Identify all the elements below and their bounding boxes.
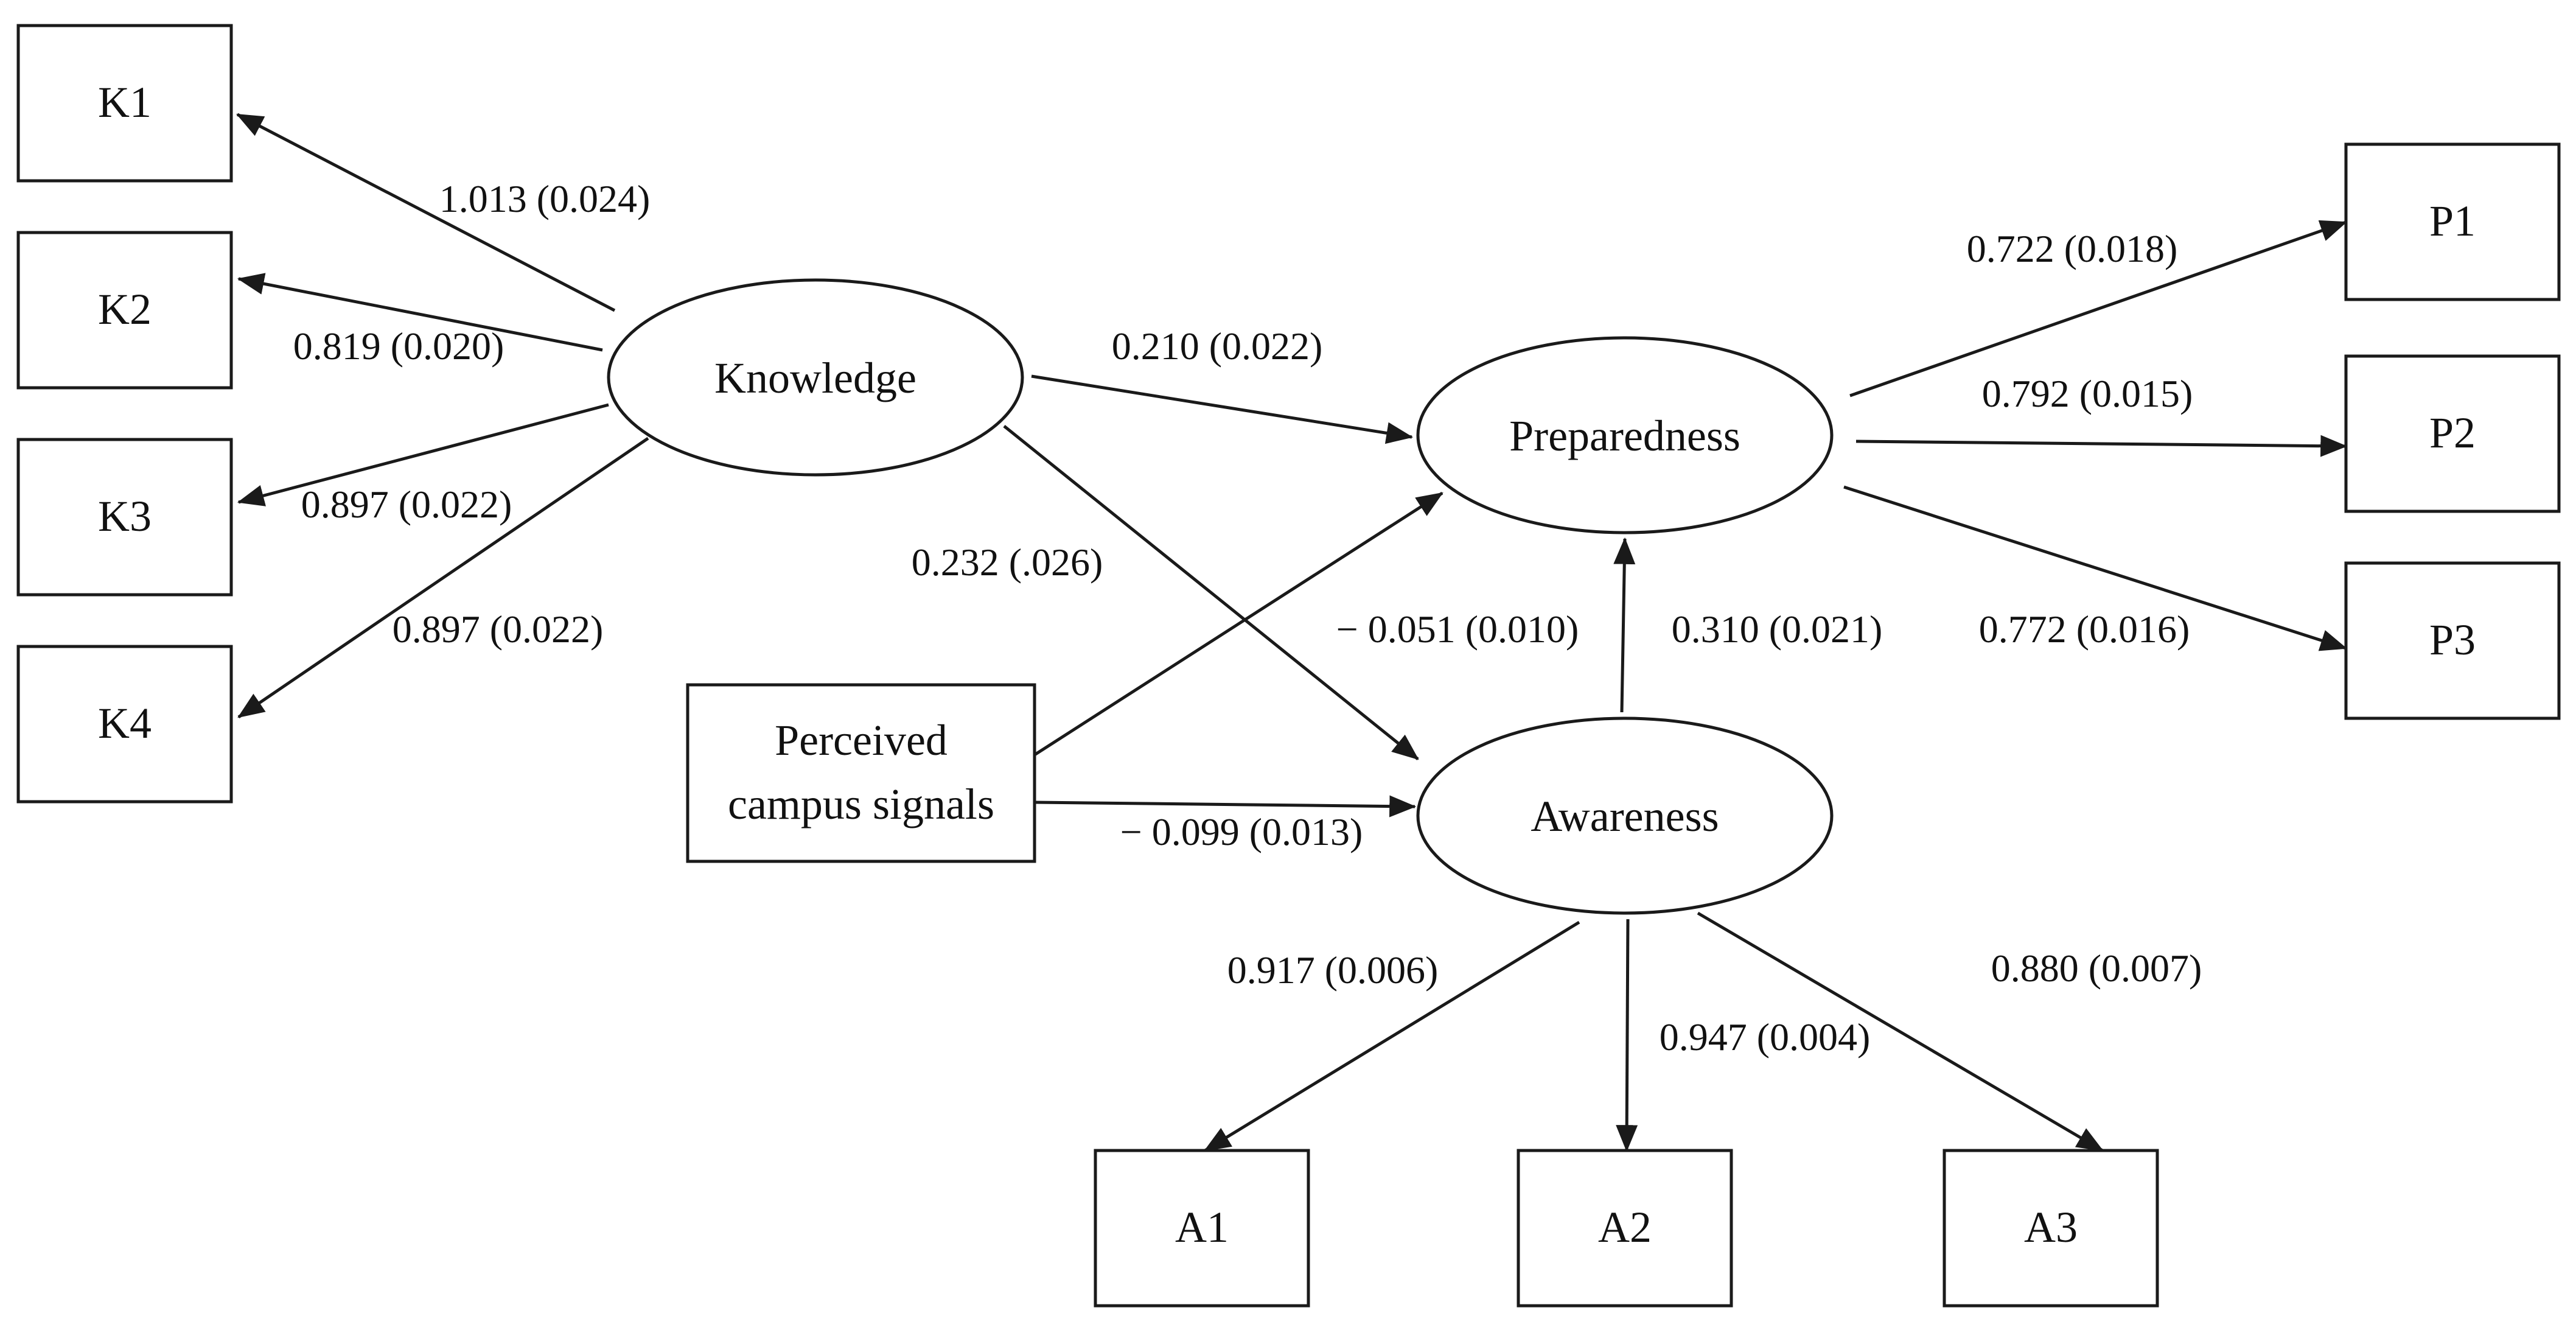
edge-awareness-a1 — [1204, 920, 1580, 1152]
edge-knowledge-k4 — [237, 436, 649, 719]
node-k4: K4 — [16, 645, 233, 804]
node-perceived-label-line1: Perceived — [775, 716, 948, 765]
edge-perceived-preparedness — [1033, 491, 1443, 757]
edge-labels: 1.013 (0.024) 0.819 (0.020) 0.897 (0.022… — [293, 177, 2202, 1059]
edge-preparedness-p1 — [1849, 220, 2348, 398]
node-k1-label: K1 — [98, 78, 152, 127]
node-a2-label: A2 — [1598, 1203, 1652, 1252]
node-awareness: Awareness — [1416, 716, 1834, 915]
node-p3: P3 — [2344, 561, 2561, 720]
node-a2: A2 — [1517, 1149, 1733, 1308]
edge-preparedness-p3 — [1843, 485, 2348, 651]
label-awareness-a3: 0.880 (0.007) — [1991, 947, 2202, 990]
node-knowledge-label: Knowledge — [714, 354, 916, 402]
node-p3-label: P3 — [2429, 615, 2476, 664]
edge-knowledge-k1 — [236, 113, 616, 312]
label-preparedness-p2: 0.792 (0.015) — [1982, 372, 2193, 415]
edge-knowledge-awareness — [1003, 425, 1419, 760]
label-preparedness-p3: 0.772 (0.016) — [1979, 608, 2190, 651]
edge-knowledge-k2 — [237, 273, 603, 352]
edge-awareness-a3 — [1697, 911, 2104, 1152]
node-k4-label: K4 — [98, 699, 152, 748]
node-a3: A3 — [1942, 1149, 2159, 1308]
label-awareness-preparedness: 0.310 (0.021) — [1672, 608, 1883, 651]
node-p1: P1 — [2344, 142, 2561, 301]
edges — [236, 113, 2348, 1152]
label-knowledge-k1: 1.013 (0.024) — [439, 177, 651, 220]
label-awareness-a2: 0.947 (0.004) — [1660, 1015, 1871, 1059]
node-k1: K1 — [16, 24, 233, 183]
edge-knowledge-preparedness — [1031, 374, 1414, 444]
label-awareness-a1: 0.917 (0.006) — [1227, 948, 1439, 992]
edge-perceived-awareness — [1034, 795, 1417, 818]
node-k2: K2 — [16, 231, 233, 390]
label-knowledge-k3: 0.897 (0.022) — [301, 483, 512, 526]
edge-awareness-preparedness — [1613, 537, 1636, 713]
node-k3: K3 — [16, 438, 233, 597]
edge-awareness-a2 — [1616, 919, 1638, 1152]
node-preparedness: Preparedness — [1416, 336, 1834, 534]
node-knowledge: Knowledge — [607, 278, 1024, 477]
label-perceived-awareness: − 0.099 (0.013) — [1120, 810, 1363, 853]
node-p2-label: P2 — [2429, 408, 2476, 457]
node-preparedness-label: Preparedness — [1509, 412, 1740, 460]
node-perceived-campus-signals: Perceived campus signals — [686, 683, 1036, 863]
node-a1: A1 — [1094, 1149, 1310, 1308]
edge-knowledge-k3 — [237, 403, 609, 506]
node-k2-label: K2 — [98, 285, 152, 334]
node-a3-label: A3 — [2024, 1203, 2078, 1252]
label-perceived-preparedness: − 0.051 (0.010) — [1336, 608, 1579, 651]
label-knowledge-awareness: 0.232 (.026) — [912, 541, 1103, 584]
node-perceived-label-line2: campus signals — [728, 780, 994, 828]
node-k3-label: K3 — [98, 492, 152, 541]
node-a1-label: A1 — [1175, 1203, 1229, 1252]
label-preparedness-p1: 0.722 (0.018) — [1967, 227, 2178, 270]
node-awareness-label: Awareness — [1531, 792, 1719, 841]
edge-preparedness-p2 — [1855, 435, 2348, 457]
node-p2: P2 — [2344, 354, 2561, 513]
node-p1-label: P1 — [2429, 197, 2476, 245]
label-knowledge-k2: 0.819 (0.020) — [293, 324, 504, 368]
label-knowledge-preparedness: 0.210 (0.022) — [1112, 324, 1323, 368]
label-knowledge-k4: 0.897 (0.022) — [393, 608, 604, 651]
